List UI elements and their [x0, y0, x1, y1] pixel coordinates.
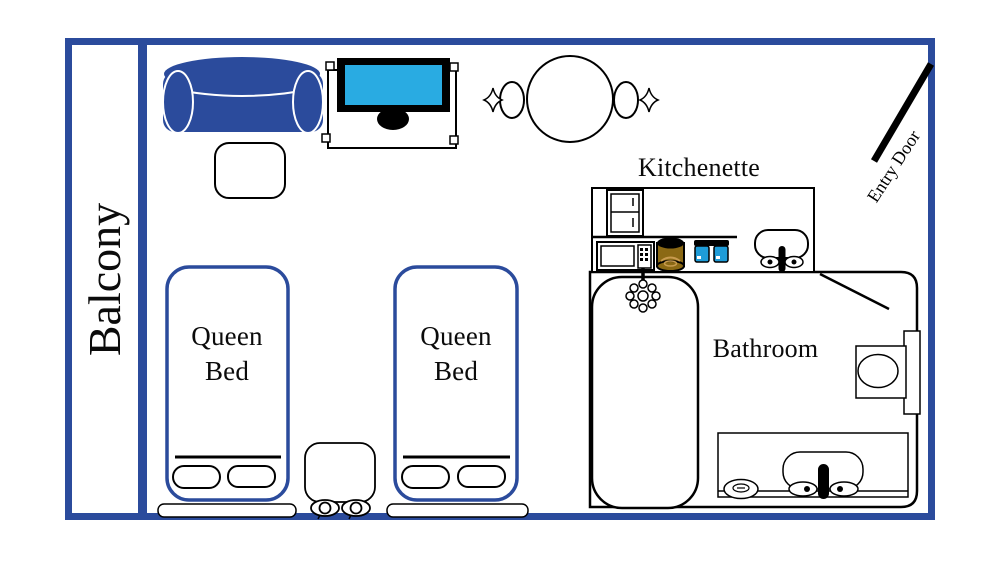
bathroom-label: Bathroom — [712, 334, 819, 363]
fridge-icon — [606, 189, 644, 237]
toilet-icon — [855, 330, 921, 415]
vanity-icon — [717, 432, 909, 500]
outlet-right-icon — [341, 499, 371, 520]
shower-head-icon — [625, 279, 661, 313]
tv-icon — [337, 58, 450, 130]
shower-icon — [590, 268, 700, 510]
round-table-icon — [526, 55, 614, 143]
side-table-icon — [214, 142, 286, 199]
sparkle-right-icon — [638, 87, 660, 113]
sparkle-left-icon — [482, 87, 504, 113]
sofa-icon — [162, 57, 324, 134]
microwave-icon — [596, 241, 655, 271]
nightstand-icon — [304, 442, 376, 520]
mugs-icon — [694, 240, 729, 263]
balcony-area: Balcony — [66, 45, 144, 513]
bathroom-sink-icon — [782, 451, 864, 499]
coffee-maker-icon — [656, 237, 685, 272]
bathroom-door-icon — [819, 272, 890, 311]
chair-right-icon — [613, 81, 639, 119]
tv-screen — [345, 65, 442, 105]
queen-bed-1-label: Queen Bed — [191, 321, 263, 386]
soap-dish-icon — [723, 478, 759, 500]
entry-door-icon — [870, 62, 935, 163]
queen-bed-1-icon — [157, 265, 297, 518]
queen-bed-2-label: Queen Bed — [420, 321, 492, 386]
outlet-left-icon — [310, 499, 340, 520]
kitchen-sink-icon — [754, 229, 809, 272]
queen-bed-2-icon — [386, 265, 529, 518]
balcony-label: Balcony — [79, 202, 131, 356]
kitchenette-label: Kitchenette — [637, 153, 761, 182]
